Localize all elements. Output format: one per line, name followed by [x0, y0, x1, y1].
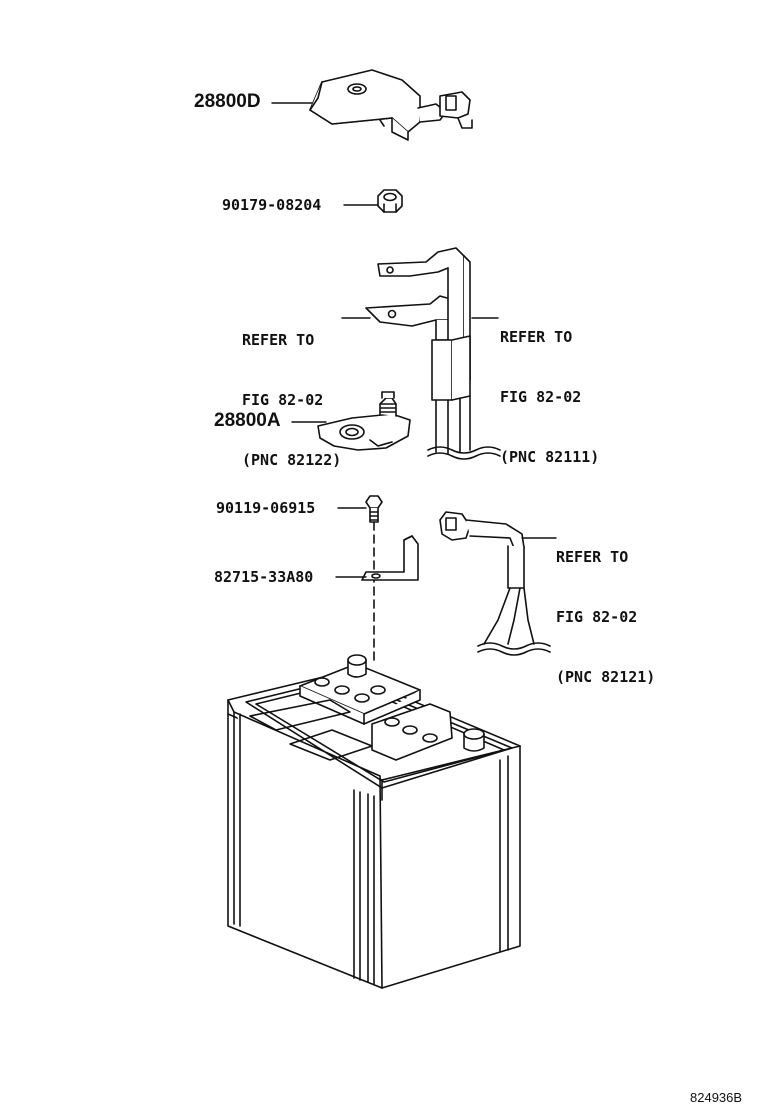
bolt — [365, 495, 383, 523]
figure-number: 824936B — [690, 1090, 743, 1105]
reference-right-line1: REFER TO — [500, 328, 573, 346]
positive-cable — [365, 247, 501, 460]
reference-lower-line1: REFER TO — [556, 548, 629, 566]
part-label-90119-06915: 90119-06915 — [216, 499, 316, 517]
reference-left-line2: FIG 82-02 — [242, 391, 324, 409]
part-label-82715-33a80: 82715-33A80 — [214, 568, 314, 586]
part-label-28800d: 28800D — [194, 91, 261, 112]
reference-lower-line2: FIG 82-02 — [556, 608, 638, 626]
reference-right: REFER TO FIG 82-02 (PNC 82111) — [500, 287, 599, 487]
reference-left: REFER TO FIG 82-02 (PNC 82122) — [242, 290, 341, 490]
bracket — [361, 535, 419, 581]
battery-clamp — [317, 391, 411, 451]
reference-left-line3: (PNC 82122) — [242, 451, 342, 469]
part-label-28800a: 28800A — [214, 410, 281, 431]
terminal-cover — [309, 69, 473, 141]
reference-right-line3: (PNC 82111) — [500, 448, 600, 466]
part-label-90179-08204: 90179-08204 — [222, 196, 322, 214]
reference-left-line1: REFER TO — [242, 331, 315, 349]
battery — [227, 654, 521, 989]
reference-lower: REFER TO FIG 82-02 (PNC 82121) — [556, 507, 655, 707]
negative-cable — [439, 511, 551, 656]
nut — [377, 189, 403, 213]
reference-right-line2: FIG 82-02 — [500, 388, 582, 406]
reference-lower-line3: (PNC 82121) — [556, 668, 656, 686]
